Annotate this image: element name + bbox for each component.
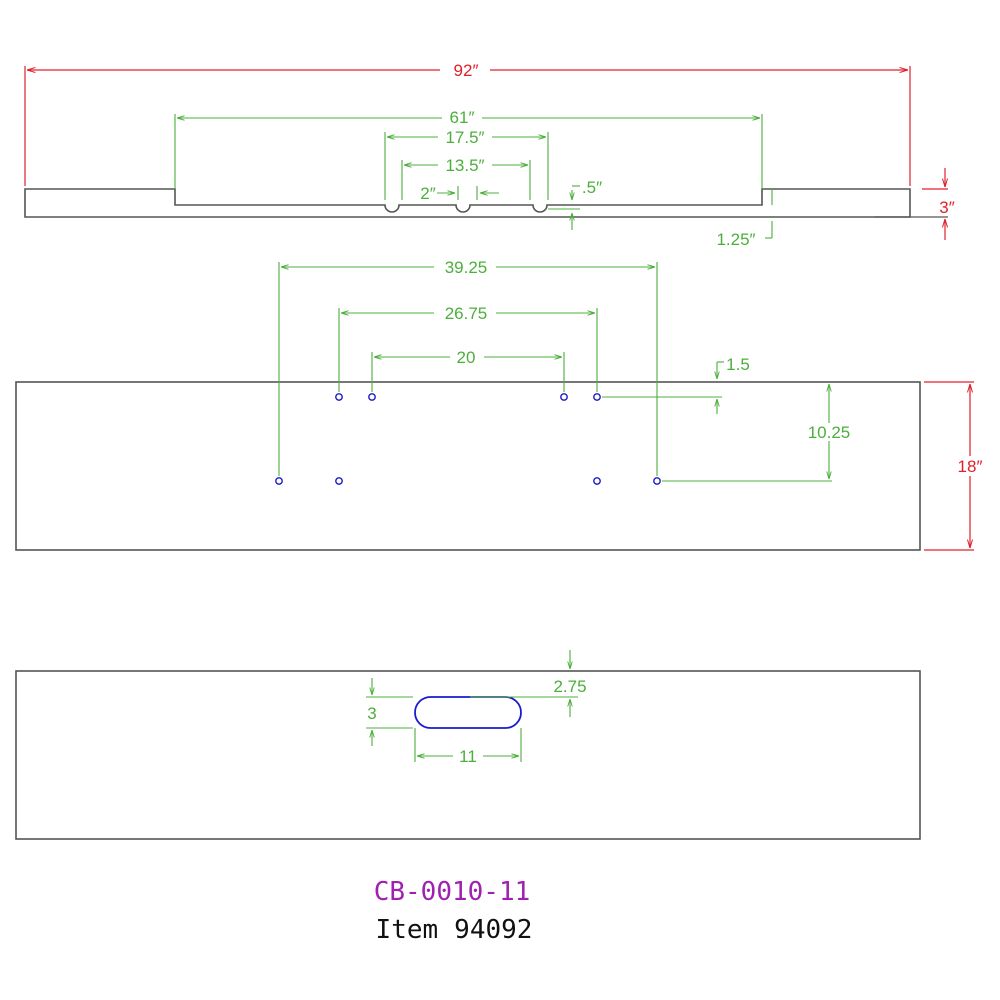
dim-slot-offset: 2.75 <box>470 650 587 717</box>
handle-slot <box>414 696 522 729</box>
mount-hole <box>368 393 376 401</box>
mount-hole <box>653 477 661 485</box>
dim-slot-length-label: 11 <box>459 747 477 766</box>
dim-height-front: 18″ <box>924 381 990 551</box>
dim-top-offset: 1.5 <box>602 355 750 414</box>
front-view: 39.25 26.75 20 1.5 <box>15 257 990 551</box>
mount-hole <box>560 393 568 401</box>
dim-slot-height-label: 3 <box>367 704 376 723</box>
front-view-plate <box>15 381 921 551</box>
item-label: Item <box>376 915 439 945</box>
mount-hole <box>335 393 343 401</box>
item-number: 94092 <box>454 915 532 945</box>
dim-outer-span: 39.25 <box>278 257 658 476</box>
dim-center-section: 61″ <box>174 108 763 189</box>
bottom-view: 2.75 3 11 <box>15 650 921 840</box>
mount-hole <box>335 477 343 485</box>
dim-notch-spacing: 2″ <box>420 184 499 203</box>
dim-overall-length: 92″ <box>24 60 911 186</box>
dim-outer-span-label: 39.25 <box>445 258 488 277</box>
dim-slot-offset-label: 2.75 <box>553 677 586 696</box>
dim-notch-spacing-label: 2″ <box>420 184 435 203</box>
mount-hole <box>275 477 283 485</box>
item-line: Item 94092 <box>376 915 533 945</box>
title-block: CB-0010-11 Item 94092 <box>374 877 533 945</box>
dim-height-top: 3″ <box>922 168 955 240</box>
mount-hole <box>593 393 601 401</box>
dim-height-top-label: 3″ <box>939 198 954 217</box>
dim-inner-span: 20 <box>371 348 565 392</box>
top-view-profile <box>24 188 911 218</box>
dim-overall-length-label: 92″ <box>454 61 479 80</box>
dim-center-section-label: 61″ <box>450 108 475 127</box>
bottom-view-plate <box>15 670 921 840</box>
part-number: CB-0010-11 <box>374 877 531 907</box>
dim-height-front-label: 18″ <box>958 457 983 476</box>
dim-middle-span: 26.75 <box>338 303 598 392</box>
dim-inner-span-label: 20 <box>457 348 476 367</box>
dim-step-height: 1.25″ <box>716 189 773 249</box>
dim-slot-height: 3 <box>366 678 413 746</box>
dim-inner-hole-span: 13.5″ <box>401 156 531 200</box>
dim-middle-span-label: 26.75 <box>445 304 488 323</box>
dim-top-offset-label: 1.5 <box>726 355 750 374</box>
dim-outer-hole-span: 17.5″ <box>384 128 549 200</box>
top-view: 92″ 61″ 17.5″ 13.5″ <box>24 60 955 249</box>
dim-inner-hole-span-label: 13.5″ <box>445 156 484 175</box>
dim-notch-depth: .5″ <box>548 178 602 230</box>
dim-outer-hole-span-label: 17.5″ <box>445 128 484 147</box>
dim-step-height-label: 1.25″ <box>716 230 755 249</box>
dim-vertical-spacing-label: 10.25 <box>808 423 851 442</box>
mount-hole <box>593 477 601 485</box>
dim-notch-depth-label: .5″ <box>582 178 602 197</box>
dim-vertical-spacing: 10.25 <box>662 384 858 482</box>
dim-slot-length: 11 <box>414 728 522 766</box>
